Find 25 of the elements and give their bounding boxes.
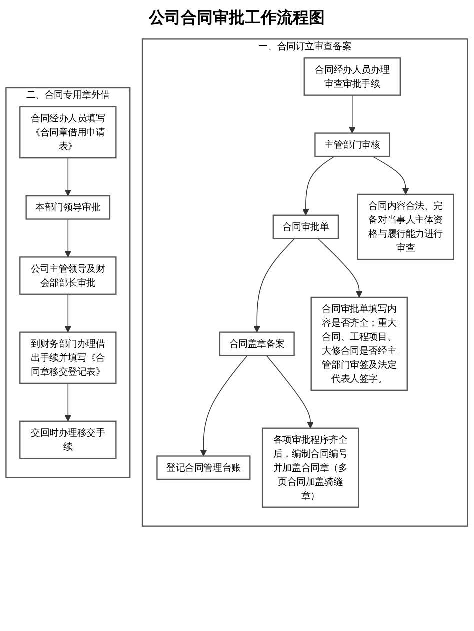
node-box: 合同经办人员填写《合同章借用申请表》 — [20, 106, 117, 159]
node-box: 公司主管领导及财会部部长审批 — [20, 256, 117, 295]
arrow — [64, 294, 72, 333]
diagram-title: 公司合同审批工作流程图 — [148, 8, 326, 29]
node-box: 主管部门审核 — [314, 132, 390, 158]
arrow — [318, 238, 363, 298]
node-box: 合同内容合法、完备对当事人主体资格与履行能力进行审查 — [357, 194, 454, 260]
node-box: 各项审批程序齐全后，编制合同编号并加盖合同章（多页合同加盖骑缝章） — [262, 428, 360, 508]
arrow — [349, 94, 356, 134]
arrow — [254, 238, 296, 333]
node-box: 合同审批单 — [272, 214, 340, 240]
node-box: 到财务部门办理借出手续并填写《合同章移交登记表》 — [20, 332, 117, 384]
node-box: 合同盖章备案 — [219, 332, 295, 356]
arrow — [200, 355, 248, 457]
arrow — [64, 383, 72, 422]
arrow — [302, 156, 336, 216]
arrow — [64, 158, 72, 196]
node-box: 登记合同管理台账 — [156, 456, 251, 480]
node-box: 交回时办理移交手续 — [20, 420, 117, 460]
arrow — [64, 218, 72, 258]
node-box: 合同审批单填写内容是否齐全；重大合同、工程项目、大修合同是否经主管部门审签及法定代表人签字。 — [310, 296, 408, 391]
node-box: 本部门领导审批 — [26, 195, 111, 220]
arrow — [372, 156, 410, 195]
arrow — [266, 355, 314, 429]
node-box: 合同经办人员办理审查审批手续 — [304, 58, 401, 96]
